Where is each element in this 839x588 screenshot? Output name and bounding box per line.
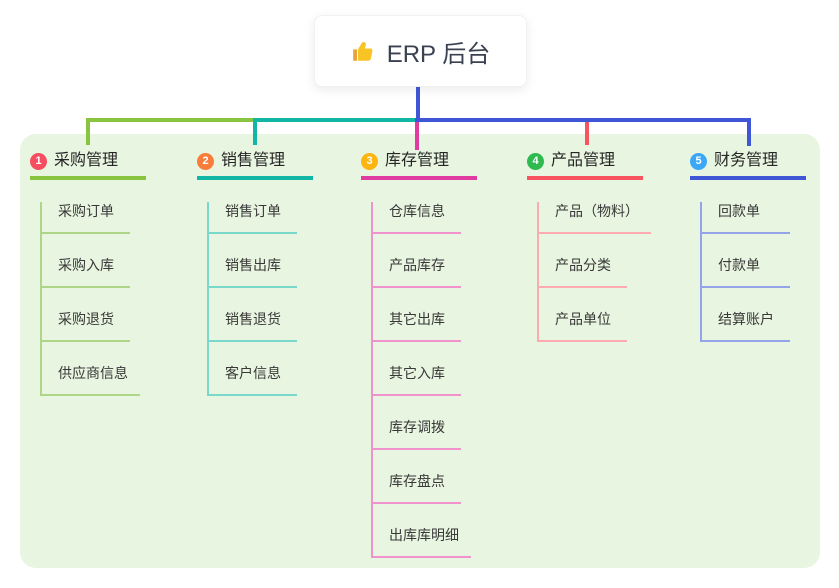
child-node[interactable]: 付款单 (702, 256, 790, 288)
child-node[interactable]: 出库库明细 (373, 526, 471, 558)
child-node[interactable]: 结算账户 (702, 310, 790, 342)
child-node[interactable]: 采购入库 (42, 256, 130, 288)
connector-rail-finance (415, 118, 751, 122)
child-node[interactable]: 销售出库 (209, 256, 297, 288)
branch-sales-node[interactable]: 2 销售管理 (197, 150, 313, 180)
child-node[interactable]: 产品库存 (373, 256, 461, 288)
mindmap-panel (20, 134, 820, 568)
branch-inventory-children: 仓库信息 产品库存 其它出库 其它入库 库存调拨 库存盘点 出库库明细 (371, 202, 477, 558)
child-node[interactable]: 销售退货 (209, 310, 297, 342)
connector-root-drop (416, 84, 420, 120)
child-node[interactable]: 采购退货 (42, 310, 130, 342)
connector-drop-sales (253, 118, 257, 145)
branch-label: 产品管理 (551, 152, 616, 169)
branch-purchase-children: 采购订单 采购入库 采购退货 供应商信息 (40, 202, 146, 396)
root-node[interactable]: ERP 后台 (314, 15, 527, 87)
thumbs-up-icon (351, 38, 377, 64)
connector-drop-inventory (415, 120, 419, 150)
branch-number-badge: 2 (197, 152, 214, 170)
branch-sales-children: 销售订单 销售出库 销售退货 客户信息 (207, 202, 313, 396)
branch-product: 4 产品管理 产品（物料） 产品分类 产品单位 (527, 150, 651, 342)
child-node[interactable]: 产品分类 (539, 256, 627, 288)
branch-label: 采购管理 (54, 152, 119, 169)
branch-label: 库存管理 (385, 152, 450, 169)
branch-number-badge: 5 (690, 152, 707, 170)
connector-drop-product (585, 118, 589, 145)
connector-drop-purchase (86, 118, 90, 145)
child-node[interactable]: 其它出库 (373, 310, 461, 342)
branch-number-badge: 1 (30, 152, 47, 170)
child-node[interactable]: 供应商信息 (42, 364, 140, 396)
branch-finance-children: 回款单 付款单 结算账户 (700, 202, 806, 342)
branch-finance: 5 财务管理 回款单 付款单 结算账户 (690, 150, 806, 342)
connector-rail-sales (253, 118, 418, 122)
branch-finance-node[interactable]: 5 财务管理 (690, 150, 806, 180)
branch-product-node[interactable]: 4 产品管理 (527, 150, 643, 180)
branch-inventory: 3 库存管理 仓库信息 产品库存 其它出库 其它入库 库存调拨 库存盘点 出库库… (361, 150, 477, 558)
branch-product-children: 产品（物料） 产品分类 产品单位 (537, 202, 651, 342)
branch-label: 财务管理 (714, 152, 779, 169)
child-node[interactable]: 回款单 (702, 202, 790, 234)
branch-number-badge: 4 (527, 152, 544, 170)
child-node[interactable]: 销售订单 (209, 202, 297, 234)
child-node[interactable]: 产品单位 (539, 310, 627, 342)
branch-purchase-node[interactable]: 1 采购管理 (30, 150, 146, 180)
child-node[interactable]: 库存盘点 (373, 472, 461, 504)
branch-label: 销售管理 (221, 152, 286, 169)
connector-drop-finance (747, 118, 751, 146)
child-node[interactable]: 库存调拨 (373, 418, 461, 450)
branch-sales: 2 销售管理 销售订单 销售出库 销售退货 客户信息 (197, 150, 313, 396)
child-node[interactable]: 采购订单 (42, 202, 130, 234)
child-node[interactable]: 产品（物料） (539, 202, 651, 234)
branch-purchase: 1 采购管理 采购订单 采购入库 采购退货 供应商信息 (30, 150, 146, 396)
child-node[interactable]: 客户信息 (209, 364, 297, 396)
root-label: ERP 后台 (386, 40, 491, 68)
child-node[interactable]: 其它入库 (373, 364, 461, 396)
branch-inventory-node[interactable]: 3 库存管理 (361, 150, 477, 180)
branch-number-badge: 3 (361, 152, 378, 170)
connector-rail-purchase (86, 118, 418, 122)
child-node[interactable]: 仓库信息 (373, 202, 461, 234)
